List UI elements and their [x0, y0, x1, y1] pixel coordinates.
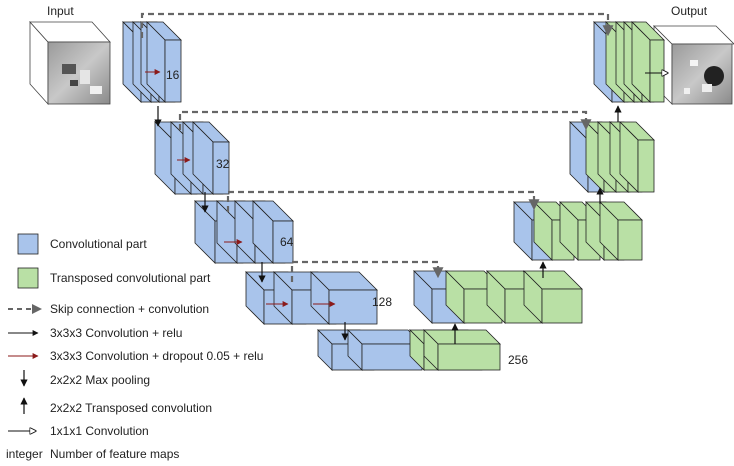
output-label: Output: [671, 4, 708, 18]
feature-count-32: 32: [216, 157, 230, 171]
skip-connection-l1: [140, 12, 614, 38]
enc-l4-block-3: [310, 271, 378, 325]
output-image: [653, 25, 734, 105]
input-image: [29, 20, 111, 106]
skip-connection-l4: [290, 260, 444, 282]
legend-skip: Skip connection + convolution: [50, 302, 209, 316]
legend-maxpool: 2x2x2 Max pooling: [50, 373, 150, 387]
legend-tconv-part: Transposed convolutional part: [50, 271, 211, 285]
network-arrows: [140, 12, 668, 344]
enc-l3-block-4: [252, 200, 294, 264]
network-blocks: [122, 21, 665, 371]
feature-count-64: 64: [280, 235, 294, 249]
skip-connection-l2: [178, 110, 592, 131]
feature-count-256: 256: [508, 353, 528, 367]
bottleneck-block-4: [423, 329, 501, 371]
legend-conv1: 1x1x1 Convolution: [50, 424, 149, 438]
legend-swatch-conv: [17, 233, 39, 255]
dec-l2-block-5: [619, 121, 655, 193]
legend-integer-desc: Number of feature maps: [50, 447, 179, 461]
feature-count-128: 128: [372, 295, 392, 309]
legend-conv-relu: 3x3x3 Convolution + relu: [50, 326, 182, 340]
legend: Convolutional part Transposed convolutio…: [6, 233, 263, 461]
dec-l4-block-4: [523, 270, 583, 324]
enc-l2-block-4: [192, 121, 230, 195]
enc-l1-block-4: [146, 21, 182, 103]
dec-l3-block-5: [599, 201, 643, 261]
skip-connection-l3: [226, 190, 540, 212]
legend-conv-dropout: 3x3x3 Convolution + dropout 0.05 + relu: [50, 349, 263, 363]
legend-integer-key: integer: [6, 447, 43, 461]
feature-count-16: 16: [166, 68, 180, 82]
legend-conv-part: Convolutional part: [50, 237, 147, 251]
input-label: Input: [47, 4, 74, 18]
legend-tconv: 2x2x2 Transposed convolution: [50, 401, 212, 415]
legend-swatch-tconv: [17, 267, 39, 289]
dec-l1-block-5: [631, 21, 665, 103]
